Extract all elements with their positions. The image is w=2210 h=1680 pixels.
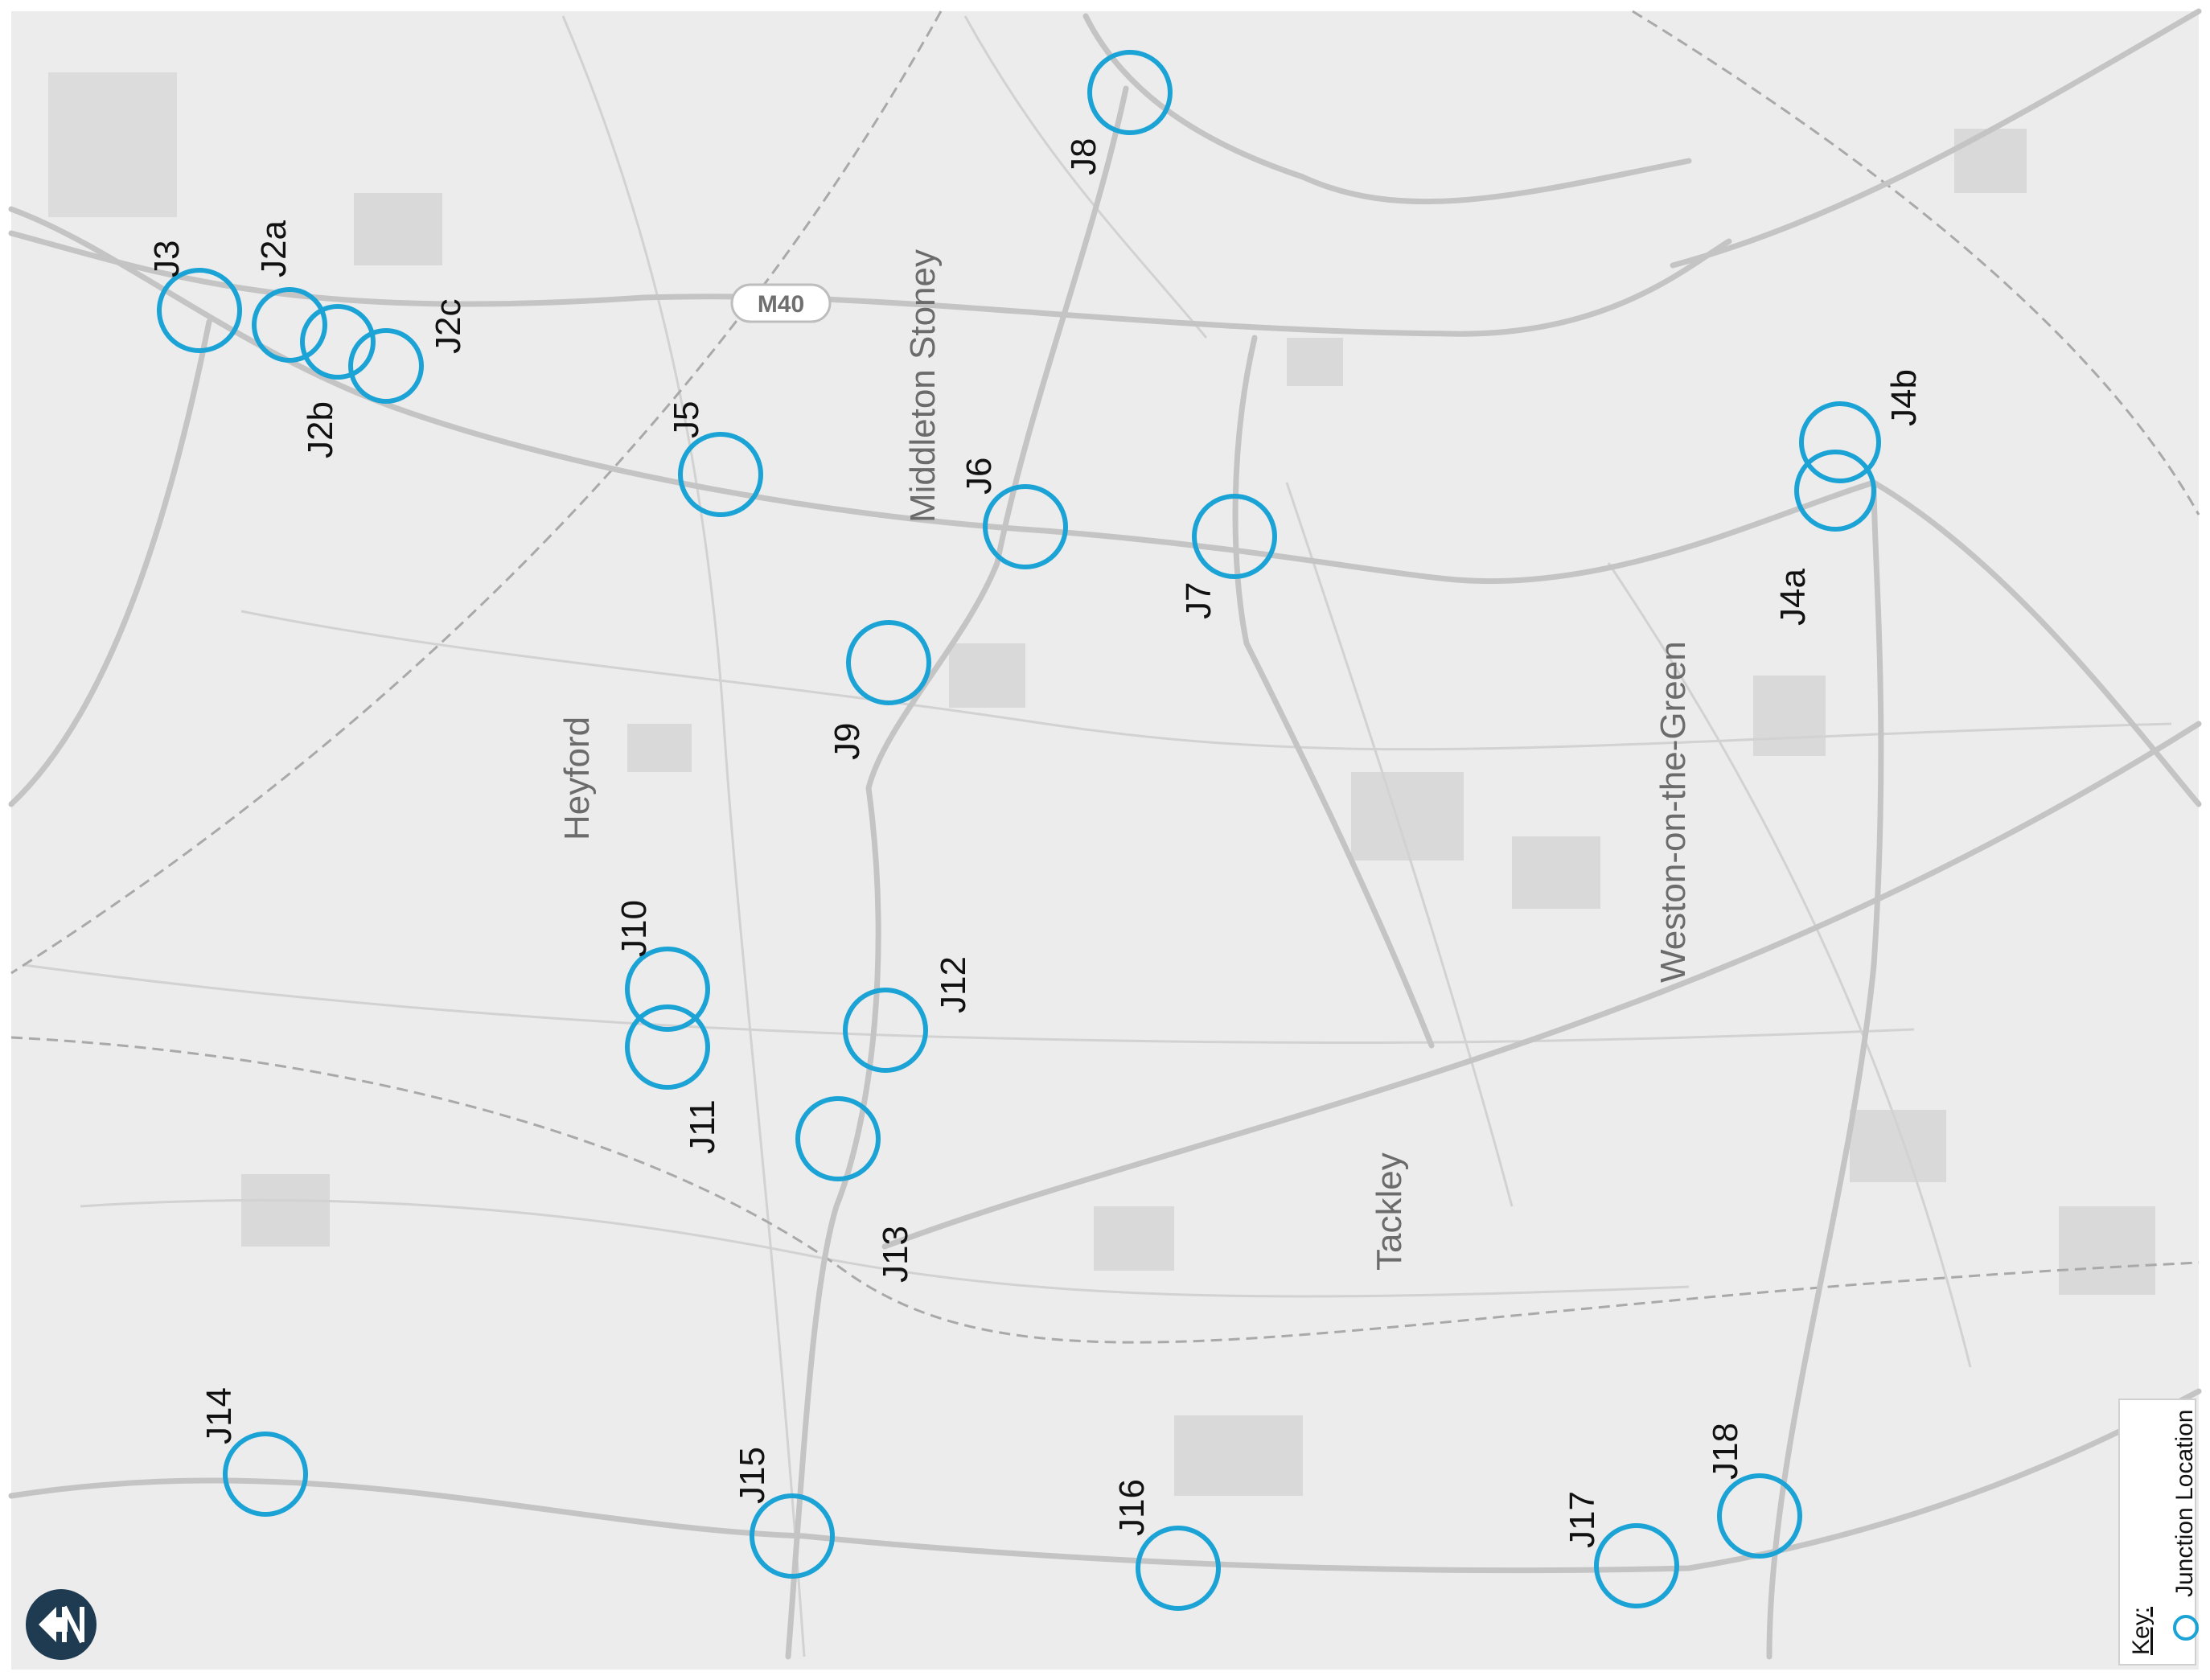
junction-label-j12: J12 [934,956,973,1013]
junction-label-j14: J14 [199,1387,239,1444]
junction-markers [157,50,1881,1611]
junction-marker-j10[interactable] [625,947,710,1032]
junction-label-j7: J7 [1179,582,1218,619]
junction-marker-j7[interactable] [1192,494,1277,579]
map-terrain [48,72,2155,1496]
junction-label-j18: J18 [1706,1423,1745,1480]
junction-marker-j6[interactable] [983,484,1068,569]
junction-label-j11: J11 [683,1099,722,1154]
junction-label-j8: J8 [1064,138,1103,175]
junction-label-j15: J15 [733,1447,772,1504]
place-label-heyford: Heyford [557,717,597,840]
map-area [11,11,2199,1670]
m40-road-shield: M40 [730,283,832,323]
junction-marker-j2a[interactable] [252,287,327,363]
junction-label-j5: J5 [667,401,706,438]
junction-marker-j4a[interactable] [1794,450,1876,532]
junction-marker-j5[interactable] [678,432,763,517]
place-label-tackley: Tackley [1370,1152,1409,1271]
junction-label-j17: J17 [1563,1491,1602,1548]
map-key-junction-symbol [2173,1615,2199,1641]
junction-label-j4a: J4a [1773,569,1813,626]
junction-marker-j12[interactable] [843,988,928,1073]
junction-marker-j11[interactable] [625,1004,710,1090]
junction-label-j2a: J2a [254,220,294,277]
minor-roads [23,15,2172,1657]
junction-label-j10: J10 [614,900,654,957]
railway-lines [10,10,2200,1344]
junction-label-j2b: J2b [301,401,340,458]
junction-marker-j2b[interactable] [300,304,376,380]
junction-label-j6: J6 [959,458,999,495]
svg-text:M40: M40 [758,291,804,318]
junction-marker-j8[interactable] [1087,50,1173,135]
junction-marker-j15[interactable] [750,1493,835,1579]
junction-marker-j18[interactable] [1717,1473,1802,1559]
junction-label-j9: J9 [828,723,867,760]
junction-marker-j14[interactable] [223,1431,308,1517]
junction-marker-j9[interactable] [846,620,931,705]
map-key: Key: Junction Location [2118,1399,2199,1666]
junction-label-j3: J3 [147,240,187,277]
place-labels: Middleton Stoney Heyford Weston-on-the-G… [557,249,1693,1271]
map-key-junction-label: Junction Location [2171,1410,2198,1598]
place-label-middleton-stoney: Middleton Stoney [903,249,943,523]
junction-marker-j3[interactable] [157,268,242,353]
junction-label-j4b: J4b [1884,369,1924,426]
junction-label-j16: J16 [1112,1479,1152,1536]
main-roads [8,8,2202,1660]
junction-marker-j13[interactable] [795,1096,881,1181]
junction-marker-j2c[interactable] [348,328,424,404]
junction-marker-j4b[interactable] [1799,401,1881,483]
junction-marker-j16[interactable] [1136,1526,1221,1611]
junction-label-j2c: J2c [429,299,468,354]
junction-marker-j17[interactable] [1594,1523,1679,1608]
junction-label-j13: J13 [876,1226,915,1283]
north-arrow-icon [26,1589,97,1660]
place-label-weston-on-the-green: Weston-on-the-Green [1653,641,1693,983]
map-key-box [2118,1399,2196,1666]
map-key-title: Key: [2128,1607,2155,1655]
junction-labels: J3 J2a J2b J2c J5 J6 J7 J8 J9 J4b J4a J1… [147,138,1924,1548]
